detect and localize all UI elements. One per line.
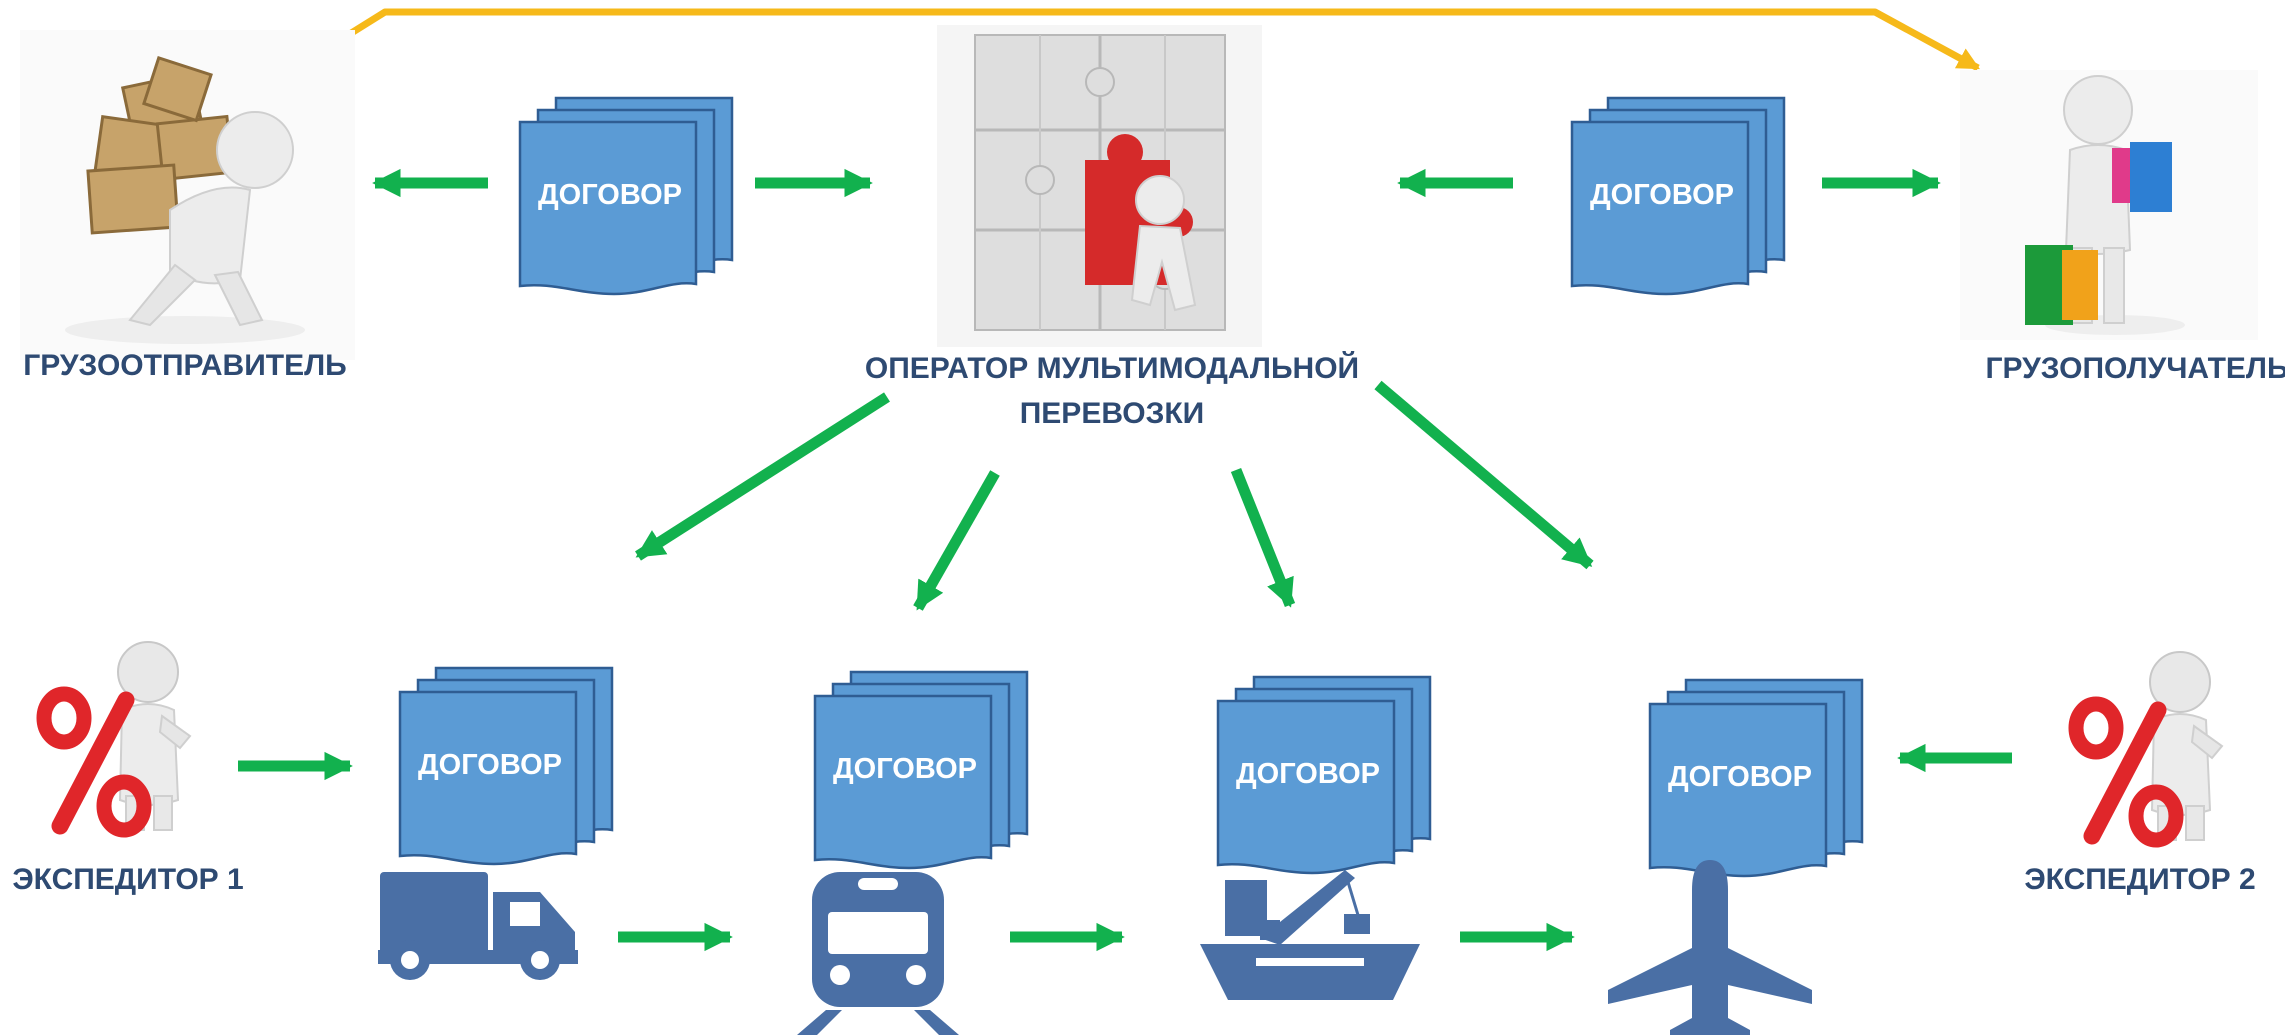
person-with-percent-icon [2076,652,2222,840]
contract-document-label: ДОГОВОР [1590,179,1734,211]
airplane-icon [1608,860,1812,1035]
contract-document-label: ДОГОВОР [538,179,682,211]
contract-document-label: ДОГОВОР [833,753,977,785]
contract-document-label: ДОГОВОР [1668,761,1812,793]
contract-document-truck: ДОГОВОР [398,666,614,866]
shipper-label: ГРУЗООТПРАВИТЕЛЬ [23,349,346,382]
arrow-operator-to-train [913,470,1000,611]
ship-with-crane-icon [1200,870,1420,1000]
arrow-operator-to-ship [1230,467,1296,608]
consignee-label: ГРУЗОПОЛУЧАТЕЛЬ [1985,352,2285,385]
contract-document-train: ДОГОВОР [813,670,1029,870]
person-with-percent-icon [44,642,190,830]
operator-label-line1: ОПЕРАТОР МУЛЬТИМОДАЛЬНОЙ [865,351,1359,385]
forwarder2-label: ЭКСПЕДИТОР 2 [2024,863,2255,896]
person-carrying-boxes-icon [20,30,355,360]
forwarder1-label: ЭКСПЕДИТОР 1 [12,863,243,896]
contract-document-top-left: ДОГОВОР [518,96,734,296]
person-with-shopping-bags-icon [1960,70,2258,340]
puzzle-wall-icon [937,25,1262,347]
contract-document-label: ДОГОВОР [418,749,562,781]
train-icon [797,872,959,1035]
arrow-operator-to-truck [635,392,890,561]
contract-document-top-right: ДОГОВОР [1570,96,1786,296]
contract-document-label: ДОГОВОР [1236,758,1380,790]
contract-document-ship: ДОГОВОР [1216,675,1432,875]
contract-document-airplane: ДОГОВОР [1648,678,1864,878]
operator-label-line2: ПЕРЕВОЗКИ [1020,397,1205,430]
forwarder1-figure [44,642,190,830]
forwarder2-figure [2076,652,2222,840]
arrow-operator-to-airplane [1374,380,1594,570]
truck-icon [378,872,578,980]
